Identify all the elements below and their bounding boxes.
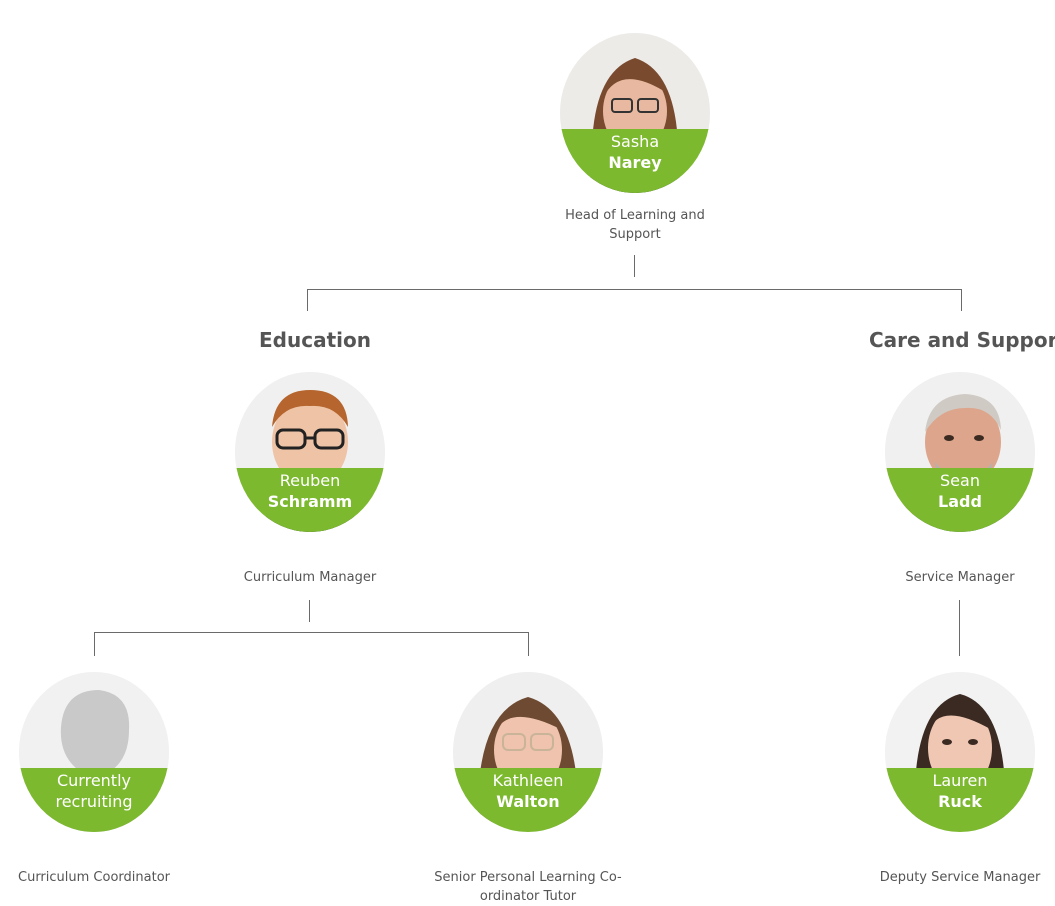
role-label: Service Manager: [905, 570, 1015, 585]
connector-line: [94, 632, 95, 656]
role-label: Deputy Service Manager: [879, 870, 1041, 885]
person-card-vacant: Currently recruiting: [19, 672, 169, 832]
connector-line: [528, 632, 529, 656]
name-band: Sasha Narey: [560, 129, 710, 193]
person-card-kathleen: Kathleen Walton: [453, 672, 603, 832]
section-heading-education: Education: [259, 328, 371, 352]
name-band: Lauren Ruck: [885, 768, 1035, 832]
connector-line: [307, 289, 961, 290]
person-card-sean: Sean Ladd: [885, 372, 1035, 532]
role-label: Curriculum Manager: [243, 570, 377, 585]
role-label: Senior Personal Learning Co-ordinator Tu…: [434, 870, 622, 904]
person-card-reuben: Reuben Schramm: [235, 372, 385, 532]
role-label: Head of Learning and Support: [565, 208, 705, 242]
first-name: Lauren: [932, 771, 988, 790]
connector-line: [94, 632, 529, 633]
person-card-sasha: Sasha Narey: [560, 33, 710, 193]
name-band: Kathleen Walton: [453, 768, 603, 832]
person-card-lauren: Lauren Ruck: [885, 672, 1035, 832]
first-name: Reuben: [279, 471, 341, 490]
role-label: Curriculum Coordinator: [18, 870, 170, 885]
last-name: Ladd: [938, 492, 982, 511]
last-name: Narey: [608, 153, 662, 172]
last-name: Ruck: [938, 792, 982, 811]
last-name: recruiting: [55, 792, 133, 811]
connector-line: [309, 600, 310, 622]
first-name: Sean: [940, 471, 980, 490]
last-name: Schramm: [267, 492, 353, 511]
section-heading-care: Care and Support: [869, 328, 1055, 352]
connector-line: [634, 255, 635, 277]
last-name: Walton: [496, 792, 560, 811]
connector-line: [307, 289, 308, 311]
name-band: Reuben Schramm: [235, 468, 385, 532]
first-name: Kathleen: [492, 771, 564, 790]
connector-line: [959, 600, 960, 656]
name-band: Sean Ladd: [885, 468, 1035, 532]
first-name: Currently: [56, 771, 131, 790]
name-band: Currently recruiting: [19, 768, 169, 832]
connector-line: [961, 289, 962, 311]
first-name: Sasha: [610, 132, 660, 151]
